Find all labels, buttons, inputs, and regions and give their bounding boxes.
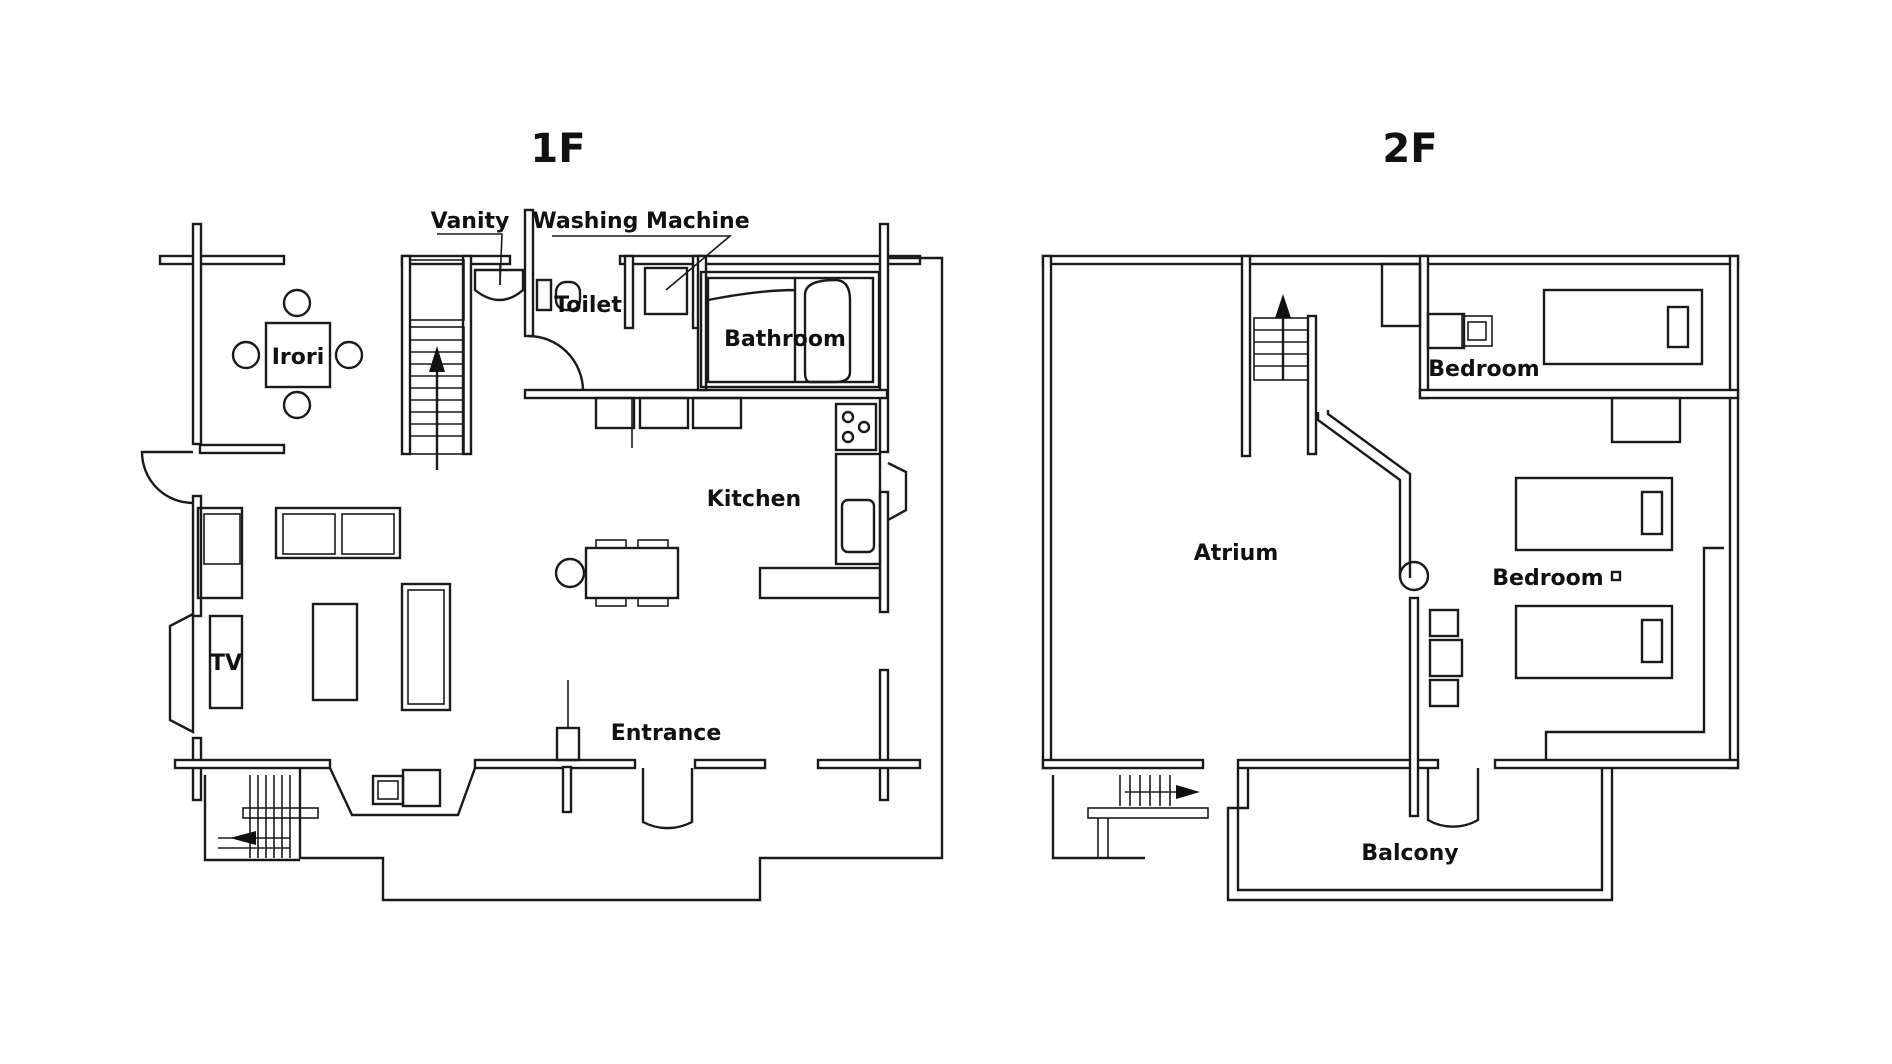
label-washing-machine: Washing Machine [532, 209, 749, 234]
balcony-rail [1226, 768, 1614, 902]
label-bedroom-lower: Bedroom [1492, 566, 1603, 591]
balcony-door [1426, 768, 1480, 828]
2f-interior-walls [1240, 254, 1740, 818]
second-floor-plan: Balcony Atrium Bedroom Bedroom [1041, 254, 1740, 902]
label-kitchen: Kitchen [707, 487, 801, 512]
floor-title-2f: 2F [1382, 126, 1437, 172]
label-tv: TV [210, 651, 242, 676]
washing-machine [643, 266, 689, 316]
living-furniture [196, 506, 452, 712]
1f-lower-staircase [203, 775, 319, 862]
bedroom-lower-furniture [1428, 476, 1674, 708]
1f-side-door [140, 450, 194, 505]
vanity-leader [437, 233, 503, 286]
balcony-rail-inner [1236, 768, 1604, 892]
label-vanity: Vanity [431, 209, 510, 234]
2f-staircase [1253, 294, 1309, 381]
2f-exterior-walls [1041, 254, 1740, 770]
1f-exterior-walls [158, 208, 922, 802]
washing-machine-leader [552, 235, 733, 291]
1f-bay-window [328, 767, 477, 817]
toilet-fixture [535, 278, 582, 312]
irori-hearth [231, 288, 364, 420]
label-irori: Irori [272, 345, 325, 370]
1f-toilet-door [527, 334, 585, 391]
label-atrium: Atrium [1194, 541, 1279, 566]
bathtub [699, 270, 881, 389]
floor-title-1f: 1F [530, 126, 585, 172]
kitchen-counter [594, 396, 908, 600]
2f-lower-staircase [1051, 775, 1209, 860]
label-toilet: Toilet [554, 293, 622, 318]
dining-table [554, 539, 680, 607]
1f-terrace-outline [298, 256, 944, 902]
entrance-fixtures [371, 680, 581, 808]
1f-entrance-door [641, 768, 694, 830]
vanity-sink [473, 264, 525, 302]
label-balcony: Balcony [1361, 841, 1458, 866]
bedroom-upper-furniture [1426, 288, 1704, 444]
label-bedroom-upper: Bedroom [1428, 357, 1539, 382]
tv-cabinet [168, 612, 244, 734]
label-bathroom: Bathroom [724, 327, 846, 352]
first-floor-plan: Irori Vanity Toilet Washing Machine Bath… [140, 208, 944, 902]
label-entrance: Entrance [611, 721, 722, 746]
1f-staircase [409, 259, 465, 470]
